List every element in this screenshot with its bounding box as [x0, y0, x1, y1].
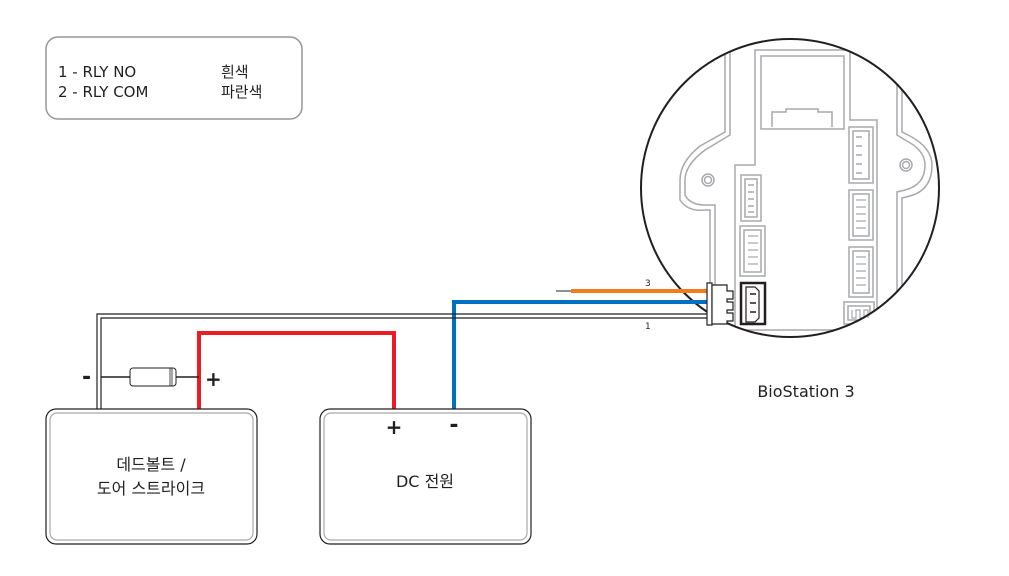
wire-label-1: 1: [645, 322, 651, 332]
power-plus-sign: +: [386, 415, 403, 439]
legend-box: 1 - RLY NO 흰색 2 - RLY COM 파란색: [45, 36, 303, 120]
strike-minus-sign: -: [82, 365, 91, 390]
wire-red-positive: [197, 331, 396, 410]
relay-port: [739, 281, 767, 326]
door-strike-box: 데드볼트 / 도어 스트라이크: [45, 408, 258, 545]
dc-power-label: DC 전원: [396, 472, 454, 491]
diode: [101, 367, 199, 387]
legend-pin-2: 2 - RLY COM: [58, 83, 148, 101]
device-name: BioStation 3: [757, 382, 854, 401]
connector-pins: [748, 199, 869, 319]
legend-color-2: 파란색: [221, 83, 262, 101]
door-strike-label-line1: 데드볼트 /: [116, 455, 186, 474]
strike-plus-sign: +: [205, 367, 222, 391]
wire-label-3: 3: [645, 279, 651, 289]
wire-1-white-inner: [100, 317, 710, 410]
device-back-view: [679, 39, 933, 337]
dc-power-box: + - DC 전원: [319, 408, 532, 545]
power-minus-sign: -: [449, 413, 458, 438]
wire-plug: [706, 282, 734, 326]
legend-pin-1: 1 - RLY NO: [58, 63, 136, 81]
wire-1-white-outer: [96, 313, 710, 410]
device-zoom-circle: [640, 38, 940, 338]
door-strike-label-line2: 도어 스트라이크: [97, 479, 205, 498]
legend-color-1: 흰색: [221, 63, 249, 81]
wire-2-blue: [452, 300, 710, 410]
